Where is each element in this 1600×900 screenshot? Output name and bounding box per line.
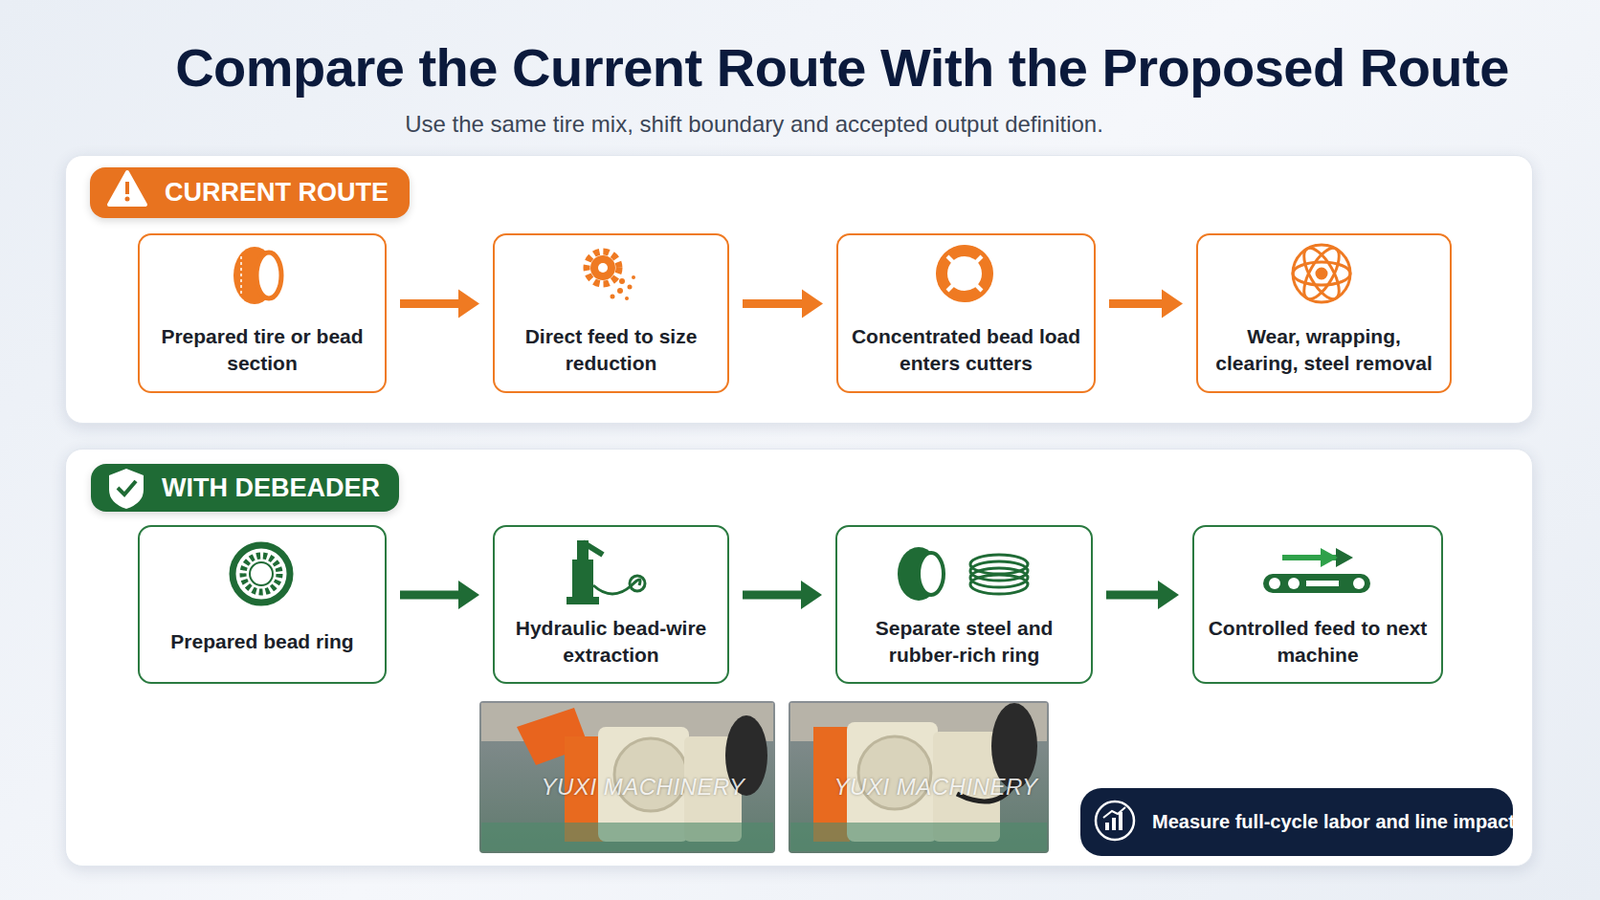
wire-tangle-icon [1292,243,1351,305]
flow-arrow [1106,580,1179,610]
flow-arrow [400,289,480,319]
tire-icon [233,246,282,305]
arrow-head [458,289,480,319]
shield-icon [109,468,144,510]
step-text: Controlled feed to next machine [1201,615,1434,669]
arrow-head [800,580,823,610]
arrow-line [742,299,804,309]
process-box: Direct feed to size reduction [492,233,730,394]
route-panel: WITH DEBEADER Prepared bead ring Hydraulic… [65,448,1534,867]
arrow-line [1106,591,1160,600]
arrow-line [1109,299,1164,309]
machine-photo [477,699,778,856]
route-badge: WITH DEBEADER [90,464,400,512]
process-box: Prepared bead ring [137,525,387,685]
arrow-head [458,580,480,610]
title: Compare the Current Route With the Propo… [42,36,1600,99]
watermark: YUXI MACHINERY [834,774,1039,801]
caption: Use the same tire mix, shift boundary an… [0,111,1555,138]
flow-arrow [742,580,823,610]
flow-arrow [400,580,480,610]
arrow-line [742,591,803,600]
note-pill: Measure full-cycle labor and line impact [1080,788,1513,857]
gear-icon [586,251,636,301]
step-text: Prepared bead ring [147,628,378,656]
step-text: Separate steel and rubber-rich ring [844,615,1084,669]
step-text: Concentrated bead load enters cutters [845,323,1087,378]
arrow-head [1161,289,1183,319]
flow-arrow [1109,289,1183,319]
process-box: Prepared tire or bead section [137,233,387,394]
route-panel: CURRENT ROUTE Prepared tire or bead secti… [65,155,1534,424]
machine-photo [786,699,1051,856]
conveyor-icon [1263,548,1371,594]
ring-icon [937,246,992,301]
process-box: Separate steel and rubber-rich ring [835,525,1093,685]
process-box: Wear, wrapping, clearing, steel removal [1196,233,1452,394]
route-badge: CURRENT ROUTE [89,167,410,219]
step-text: Hydraulic bead-wire extraction [502,615,720,669]
flow-arrow [742,289,823,319]
process-box: Hydraulic bead-wire extraction [492,525,730,685]
process-box: Concentrated bead load enters cutters [836,233,1096,394]
arrow-head [1157,580,1179,610]
chart-icon [1095,801,1134,841]
arrow-head [801,289,823,319]
hydraulic-icon [566,540,645,605]
bead-ring-icon [232,545,290,603]
process-box: Controlled feed to next machine [1192,525,1444,685]
arrow-line [400,299,461,309]
note-text: Measure full-cycle labor and line impact [1080,811,1515,834]
step-text: Wear, wrapping, clearing, steel removal [1205,323,1443,378]
warning-icon [109,172,146,205]
step-text: Prepared tire or bead section [147,323,378,378]
watermark: YUXI MACHINERY [541,774,746,801]
arrow-line [400,591,461,600]
tire-coil-icon [897,547,1028,601]
step-text: Direct feed to size reduction [502,323,720,378]
